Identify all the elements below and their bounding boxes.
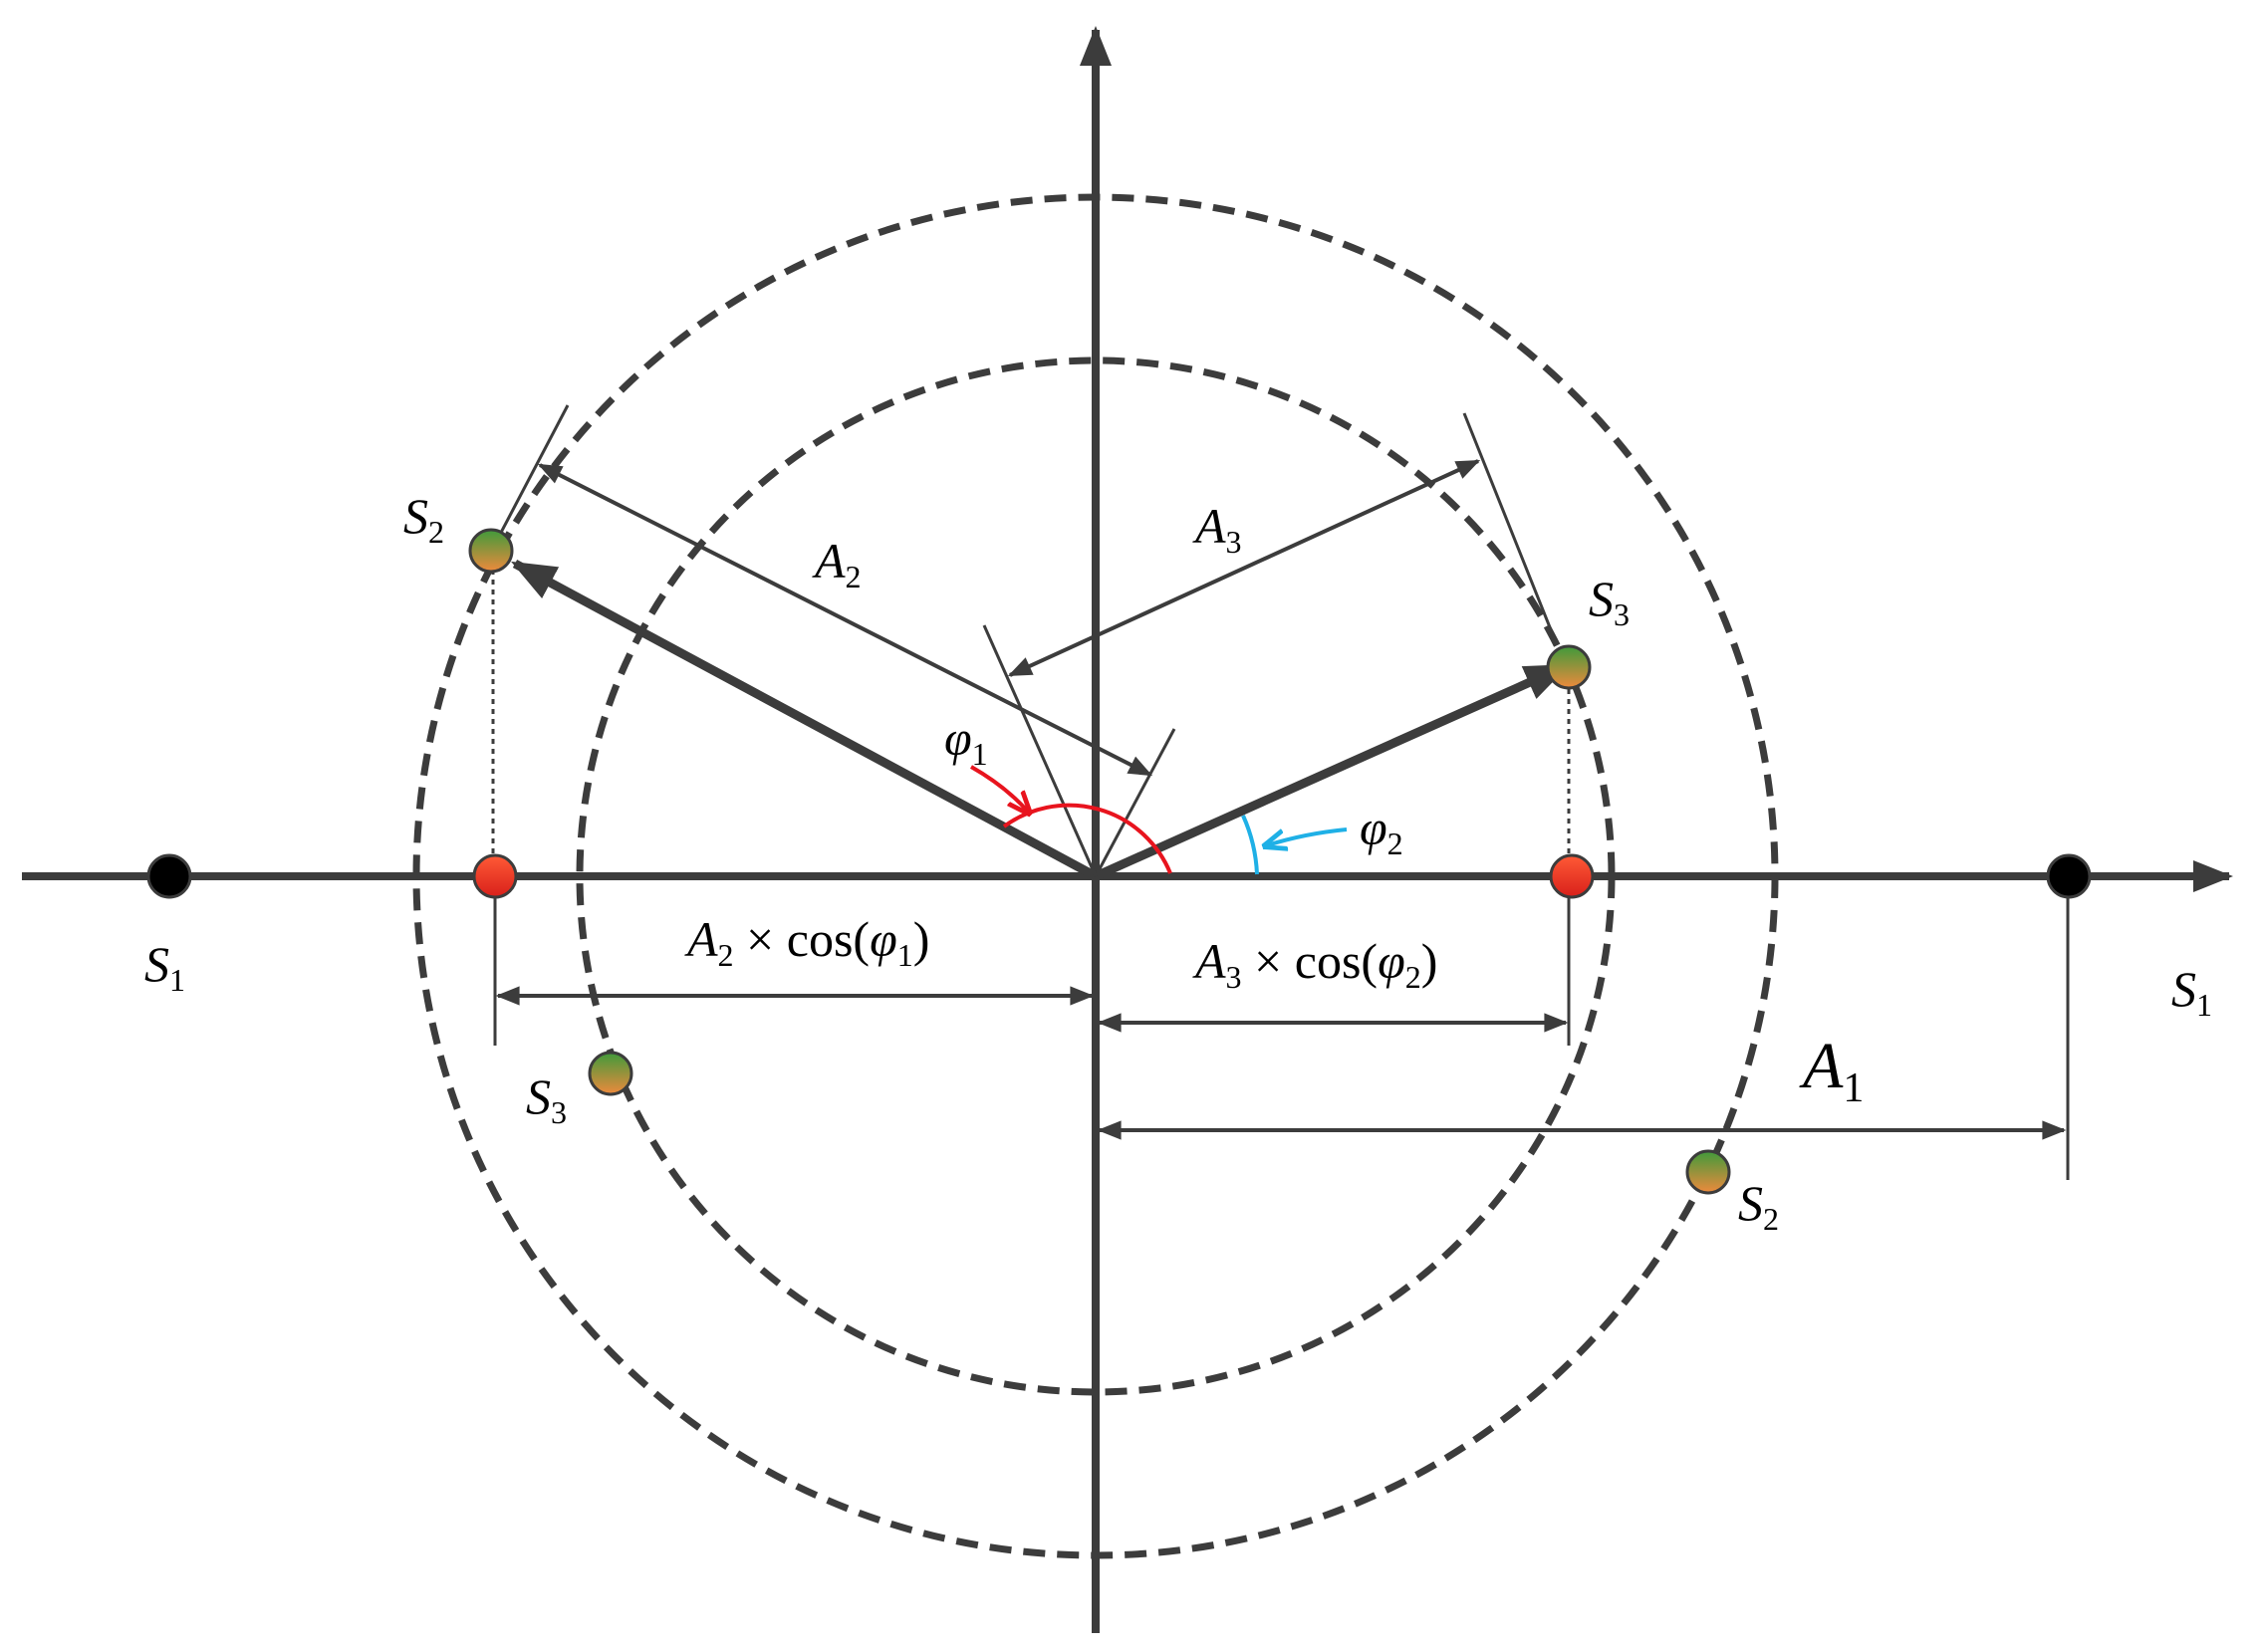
point-s1-left [146,853,192,899]
a3-dimension-line [1007,459,1481,677]
label-s3-left: S3 [526,1068,567,1130]
phi2-pointer-arrow [1267,827,1348,845]
a2-extension-right [1094,728,1176,877]
label-phi1: φ1 [944,710,988,772]
point-s2-right [1685,1149,1731,1195]
label-s1-right: S1 [2171,961,2212,1023]
label-a2: A2 [812,533,862,594]
point-s1-right [2046,853,2092,899]
phi1-pointer-arrow [970,765,1028,812]
point-projection-left [472,853,518,899]
label-a1: A1 [1799,1030,1864,1111]
point-s2-left [468,528,514,574]
point-projection-right [1549,853,1595,899]
label-a3: A3 [1192,498,1242,560]
a2-dimension-line [537,463,1153,777]
phasor-s3-arrow [1094,661,1571,881]
label-s1-left: S1 [144,936,185,998]
label-s2-left: S2 [403,488,444,550]
a2-extension-left [491,404,570,549]
a3-extension-right [1462,412,1558,643]
label-a3-projection: A3 × cos(φ2) [1192,933,1437,995]
point-s3-right [1546,644,1592,690]
label-phi2: φ2 [1360,800,1403,861]
label-s3-right: S3 [1589,571,1630,632]
label-s2-right: S2 [1738,1175,1779,1237]
label-a2-projection: A2 × cos(φ1) [684,911,929,973]
point-s3-left [588,1051,633,1096]
a3-extension-left [982,624,1098,877]
phi2-angle-arc [1241,815,1259,875]
